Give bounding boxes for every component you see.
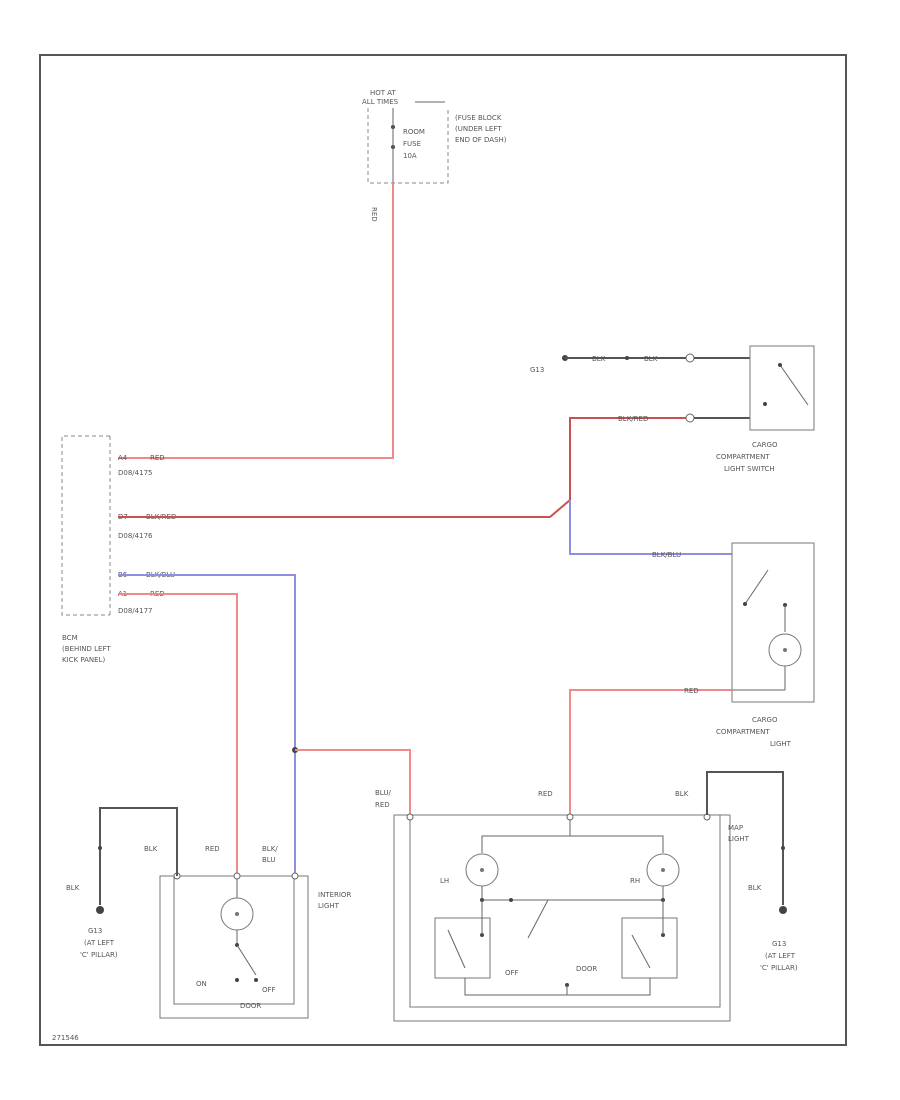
cargo-switch: G13 BLK BLK BLK/RED CARGO COMPARTMENT LI… <box>530 345 815 473</box>
map-light-off: OFF <box>505 969 519 977</box>
ground-right-name: G13 <box>772 940 786 948</box>
cargo-switch-label-2: COMPARTMENT <box>716 453 770 461</box>
fuse-word: FUSE <box>403 140 421 148</box>
cargo-switch-ground: G13 <box>530 366 544 374</box>
fuse-amp: 10A <box>403 152 417 160</box>
bcm-name: BCM <box>62 634 78 642</box>
fuse-location-3: END OF DASH) <box>455 136 507 144</box>
map-light-label-1: MAP <box>728 824 743 832</box>
wire-blkblu-bcm <box>118 574 296 876</box>
interior-switch-door: DOOR <box>240 1002 261 1010</box>
wire-red-fuse <box>118 183 394 459</box>
fuse-location-2: (UNDER LEFT <box>455 125 502 133</box>
left-wire-blk-1: BLK <box>144 845 158 853</box>
wire-blkred <box>118 417 690 518</box>
interior-switch-off: OFF <box>262 986 276 994</box>
bcm-location-1: (BEHIND LEFT <box>62 645 111 653</box>
map-light-wire-blured-1: BLU/ <box>375 789 391 797</box>
fuse-all-times-label: ALL TIMES <box>362 98 399 106</box>
cargo-switch-label-3: LIGHT SWITCH <box>724 465 775 473</box>
cargo-switch-wire-blk-1: BLK <box>592 355 606 363</box>
map-light: LH RH OFF DOOR <box>393 813 731 1022</box>
ground-right-location-2: 'C' PILLAR) <box>760 964 798 972</box>
interior-light-wire-red: RED <box>205 845 220 853</box>
cargo-light-label-3: LIGHT <box>770 740 792 748</box>
cargo-switch-wire-blkred: BLK/RED <box>618 415 648 423</box>
interior-light: ON OFF DOOR INTERIOR LIGHT <box>159 872 351 1019</box>
interior-switch-on: ON <box>196 980 207 988</box>
fuse-name: ROOM <box>403 128 425 136</box>
map-light-wire-blured-2: RED <box>375 801 390 809</box>
diagram-frame <box>39 54 847 1046</box>
wire-red-cargo <box>569 689 732 815</box>
interior-light-wire-blkblu-2: BLU <box>262 856 275 864</box>
bcm-connector-1: D08/4175 <box>118 469 152 477</box>
bcm-wire-red-1: RED <box>150 454 165 462</box>
map-light-wire-red: RED <box>538 790 553 798</box>
bcm-connector-3: D08/4177 <box>118 607 152 615</box>
wire-blkblu-cargo <box>569 500 732 555</box>
wire-blk-right <box>706 771 784 905</box>
bcm-pin-a4: A4 <box>118 454 128 462</box>
map-light-rh: RH <box>630 877 640 885</box>
cargo-light-wire-red: RED <box>684 687 699 695</box>
cargo-switch-wire-blk-2: BLK <box>644 355 658 363</box>
ground-left-location-2: 'C' PILLAR) <box>80 951 118 959</box>
ground-left-location-1: (AT LEFT <box>84 939 115 947</box>
wire-blk-left <box>99 807 178 905</box>
cargo-light-label-1: CARGO <box>752 716 778 724</box>
ground-left-name: G13 <box>88 927 102 935</box>
left-wire-blk-2: BLK <box>66 884 80 892</box>
bcm-module: A4 RED D08/4175 D7 BLK/RED D08/4176 B6 B… <box>61 435 176 664</box>
ground-right-location-1: (AT LEFT <box>765 952 796 960</box>
interior-light-label-1: INTERIOR <box>318 891 351 899</box>
interior-light-label-2: LIGHT <box>318 902 340 910</box>
wire-red-interior <box>118 593 238 876</box>
bcm-location-2: KICK PANEL) <box>62 656 105 664</box>
cargo-light-wire-blkblu: BLK/BLU <box>652 551 681 559</box>
wire-red-fuse-label: RED <box>370 207 378 222</box>
cargo-light: CARGO COMPARTMENT LIGHT <box>716 542 815 748</box>
right-wire-blk-2: BLK <box>748 884 762 892</box>
map-light-label-2: LIGHT <box>728 835 750 843</box>
map-light-door: DOOR <box>576 965 597 973</box>
fuse-hot-label: HOT AT <box>370 89 397 97</box>
figure-id: 271546 <box>52 1034 79 1042</box>
cargo-switch-label-1: CARGO <box>752 441 778 449</box>
interior-light-wire-blkblu-1: BLK/ <box>262 845 278 853</box>
fuse-location-1: (FUSE BLOCK <box>455 114 502 122</box>
fuse-block: HOT AT ALL TIMES ROOM FUSE 10A (FUSE BLO… <box>362 89 507 184</box>
right-wire-blk-1: BLK <box>675 790 689 798</box>
wire-red-map <box>295 749 411 815</box>
bcm-connector-2: D08/4176 <box>118 532 153 540</box>
cargo-light-label-2: COMPARTMENT <box>716 728 770 736</box>
map-light-lh: LH <box>440 877 449 885</box>
